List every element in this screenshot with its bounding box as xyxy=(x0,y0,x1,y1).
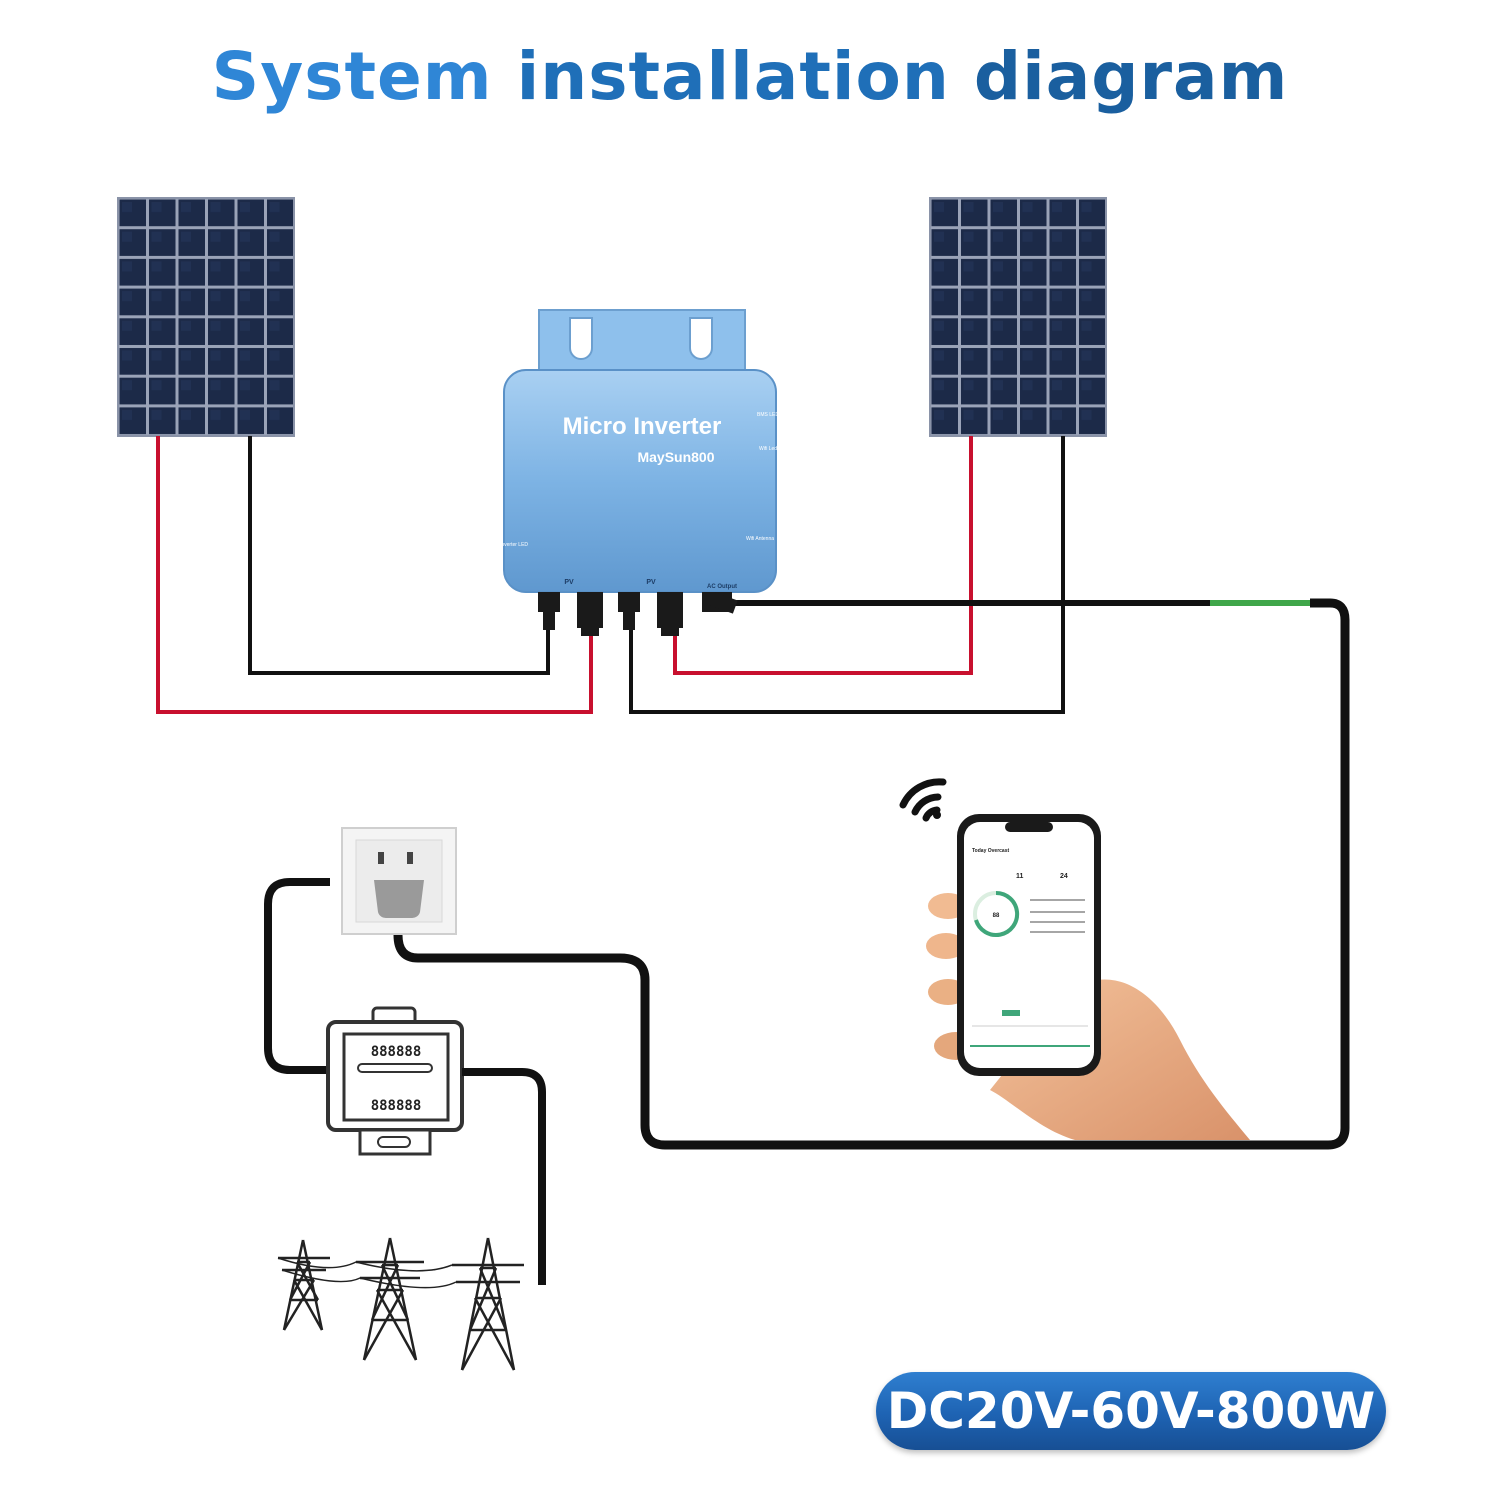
socket-to-meter-cable xyxy=(264,878,330,1074)
inverter-wifi-antenna-label: Wifi Antenna xyxy=(746,536,774,542)
title-word-2: installation xyxy=(516,38,950,115)
ac-cable-loop xyxy=(393,598,1350,1150)
wire-left-negative xyxy=(248,436,550,675)
wire-left-positive xyxy=(156,436,593,714)
inverter-led-label: Inverter LED xyxy=(500,542,528,548)
meter-digits-top: 888888 xyxy=(371,1044,422,1060)
power-tower-2 xyxy=(356,1237,424,1361)
phone-header: Today Overcast xyxy=(972,848,1009,854)
title-word-3: diagram xyxy=(973,38,1289,115)
solar-panel-right xyxy=(929,197,1107,437)
inverter-bms-led-label: BMS LED xyxy=(757,412,779,418)
phone-reading-2: 24 xyxy=(1060,873,1068,880)
inverter-pv-label-left: PV xyxy=(564,579,574,586)
phone-reading-3: 88 xyxy=(993,913,1000,919)
inverter-name: Micro Inverter xyxy=(563,413,722,440)
inverter-pv-label-right: PV xyxy=(646,579,656,586)
inverter-model: MaySun800 xyxy=(637,449,714,465)
inverter-wifi-led-label: Wifi Led xyxy=(759,446,777,452)
title-word-1: System xyxy=(211,38,493,115)
power-tower-3 xyxy=(452,1237,524,1371)
pv-connectors xyxy=(538,592,738,636)
inverter-ac-output-label: AC Output xyxy=(707,584,737,590)
page-title: System installation diagram xyxy=(0,38,1500,115)
solar-panel-left xyxy=(117,197,295,437)
power-socket-icon xyxy=(341,827,457,935)
meter-to-grid-cable xyxy=(462,1068,546,1285)
wire-right-negative xyxy=(629,436,1065,714)
power-tower-icon xyxy=(277,1237,524,1371)
phone-reading-1: 11 xyxy=(1016,873,1024,880)
power-tower-1 xyxy=(278,1239,330,1331)
wifi-icon xyxy=(899,778,947,822)
smartphone-icon: Today Overcast 11 24 88 xyxy=(957,814,1101,1076)
micro-inverter: Micro Inverter MaySun800 BMS LED Wifi Le… xyxy=(500,309,779,636)
spec-badge: DC20V-60V-800W xyxy=(876,1372,1386,1450)
wire-right-positive xyxy=(673,436,973,675)
meter-digits-bottom: 888888 xyxy=(371,1098,422,1114)
electric-meter-icon: 888888 888888 xyxy=(326,1006,464,1156)
